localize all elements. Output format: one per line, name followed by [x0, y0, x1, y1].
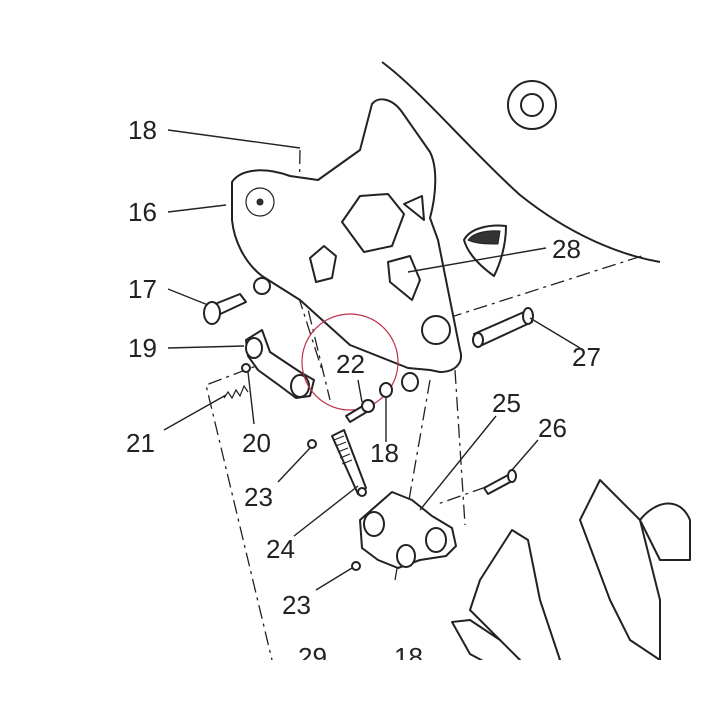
callout-16: 16 — [128, 197, 157, 227]
leader-18a — [167, 129, 301, 149]
leader-16 — [167, 204, 227, 213]
pin-27 — [472, 307, 534, 348]
clip-23-lower — [351, 561, 361, 571]
lower-right-part-b — [579, 479, 661, 661]
pin-17 — [203, 293, 247, 325]
callout-24: 24 — [266, 534, 295, 564]
assembly-line-26 — [434, 486, 487, 506]
callout-21: 21 — [126, 428, 155, 458]
badge-logo — [463, 224, 507, 277]
bracket-plate — [231, 98, 462, 373]
callout-19: 19 — [128, 333, 157, 363]
lower-right-arc — [639, 502, 691, 561]
frame-hole — [507, 80, 557, 130]
callout-26: 26 — [538, 413, 567, 443]
callout-20: 20 — [242, 428, 271, 458]
bolt-24 — [331, 429, 367, 497]
callout-25: 25 — [492, 388, 521, 418]
frame-outline — [382, 0, 720, 720]
bracket-hole-top-left — [245, 187, 275, 217]
leader-23a — [277, 447, 311, 483]
bracket-cutout-lower — [387, 255, 421, 301]
callout-28: 28 — [552, 234, 581, 264]
highlight-circle — [301, 313, 399, 411]
lever-25 — [359, 491, 457, 569]
bracket-boss-left — [253, 277, 271, 295]
assembly-line-pin — [447, 254, 646, 319]
assembly-line-mid — [289, 269, 323, 371]
bracket-cutout-small — [309, 245, 337, 283]
bottom-clip — [0, 660, 720, 720]
leader-24 — [293, 485, 359, 537]
callout-23-upper: 23 — [244, 482, 273, 512]
screw-22 — [345, 372, 419, 423]
leader-23b — [315, 567, 353, 591]
callout-22: 22 — [336, 349, 365, 379]
leader-26 — [511, 439, 539, 471]
lever-19-20 — [245, 329, 315, 399]
bracket-cutout-hex — [341, 193, 405, 253]
assembly-line-lower-r — [454, 369, 466, 526]
clip-23-upper — [307, 439, 317, 449]
spring-21 — [223, 384, 249, 400]
callout-17: 17 — [128, 274, 157, 304]
leader-22 — [357, 379, 363, 403]
leader-27 — [529, 317, 581, 349]
leader-28 — [407, 247, 547, 273]
leader-19 — [167, 345, 245, 349]
bracket-triangle — [403, 195, 425, 221]
frame-edge — [381, 61, 661, 263]
leader-25 — [419, 415, 497, 511]
callout-27: 27 — [572, 342, 601, 372]
callout-18-mid: 18 — [370, 438, 399, 468]
bracket-pin-boss — [421, 315, 451, 345]
washer-20 — [241, 363, 251, 373]
callout-23-lower: 23 — [282, 590, 311, 620]
leader-21 — [163, 394, 227, 431]
callout-18-top: 18 — [128, 115, 157, 145]
leader-17 — [167, 288, 209, 306]
leader-20 — [247, 371, 255, 425]
bracket-dot — [256, 198, 264, 206]
pin-26 — [483, 469, 517, 495]
